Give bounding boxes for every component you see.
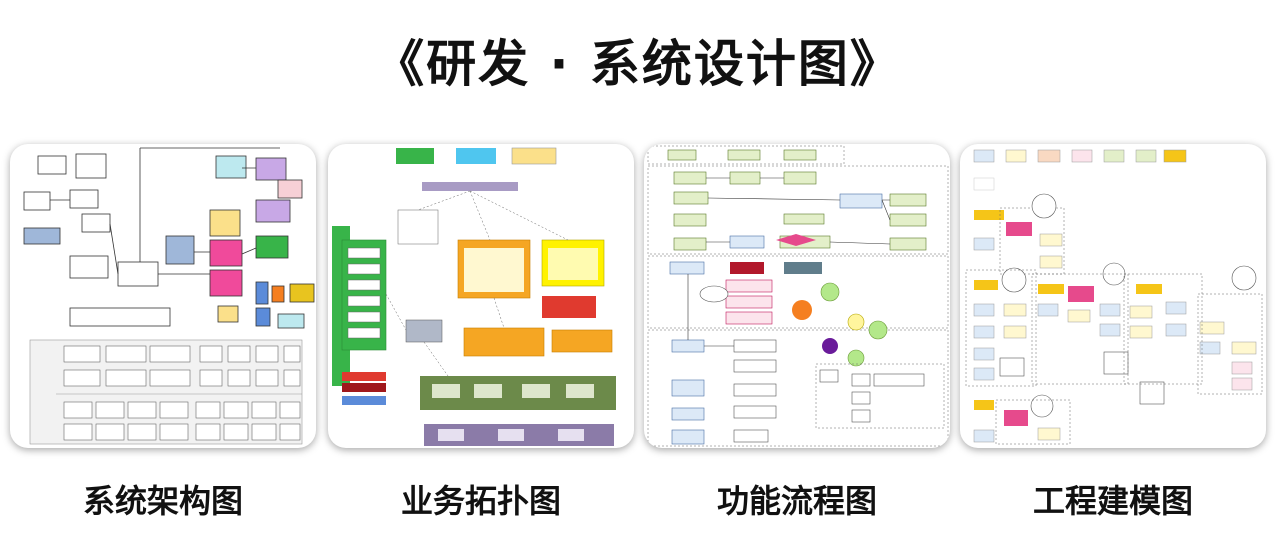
caption-architecture: 系统架构图 [82,482,243,520]
modeling-diagram-image [965,149,1263,445]
topology-diagram-thumbnail[interactable] [328,144,634,448]
caption-modeling: 工程建模图 [1032,482,1193,520]
modeling-diagram-thumbnail[interactable] [960,144,1266,448]
caption-topology: 业务拓扑图 [400,482,561,520]
architecture-diagram-image [23,147,315,445]
topology-diagram-image [332,147,616,446]
page-title: 《研发 · 系统设计图》 [374,35,902,93]
caption-flow: 功能流程图 [716,482,877,520]
flow-diagram-image [647,145,949,447]
architecture-diagram-thumbnail[interactable] [10,144,316,448]
flow-diagram-thumbnail[interactable] [644,144,950,448]
